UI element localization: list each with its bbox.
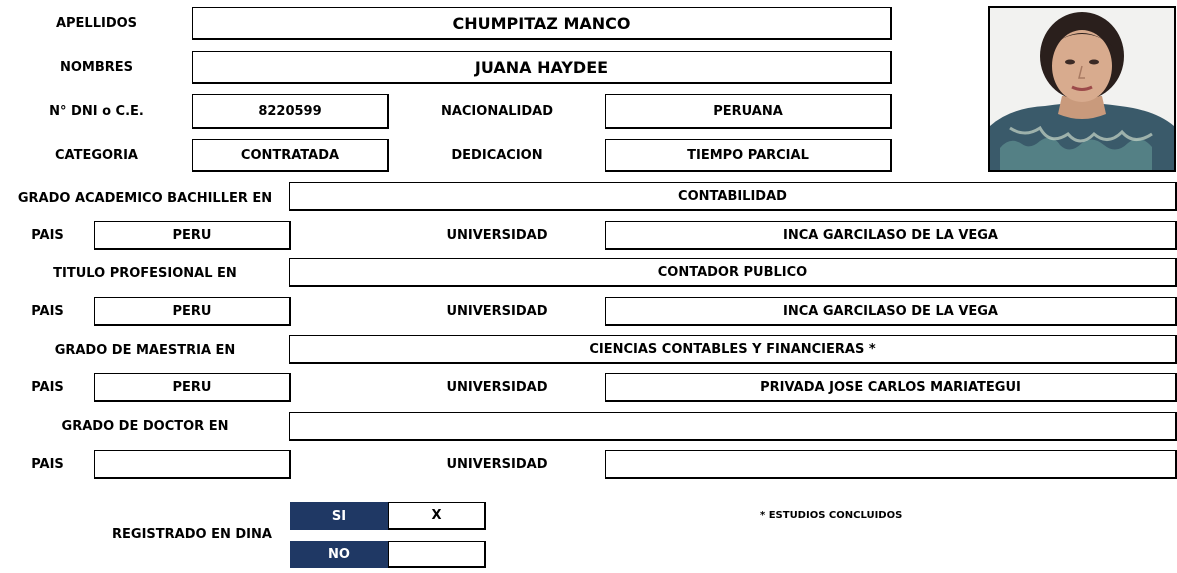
maestria-universidad-label: UNIVERSIDAD (446, 379, 548, 395)
categoria-field[interactable]: CONTRATADA (192, 139, 389, 172)
dina-si-checkbox[interactable]: X (388, 502, 486, 530)
doctor-label: GRADO DE DOCTOR EN (61, 418, 229, 434)
dina-no-header: NO (290, 541, 388, 568)
titulo-field[interactable]: CONTADOR PUBLICO (289, 258, 1177, 287)
bachiller-pais-field[interactable]: PERU (94, 221, 291, 250)
dina-si-header: SI (290, 502, 388, 530)
bachiller-universidad-label: UNIVERSIDAD (446, 227, 548, 243)
footnote-estudios: * ESTUDIOS CONCLUIDOS (760, 509, 903, 521)
titulo-universidad-label: UNIVERSIDAD (446, 303, 548, 319)
doctor-universidad-label: UNIVERSIDAD (446, 456, 548, 472)
apellidos-label: APELLIDOS (55, 15, 138, 31)
dni-label: N° DNI o C.E. (49, 103, 144, 119)
bachiller-universidad-field[interactable]: INCA GARCILASO DE LA VEGA (605, 221, 1177, 250)
doctor-universidad-field[interactable] (605, 450, 1177, 479)
categoria-label: CATEGORIA (55, 147, 138, 163)
maestria-label: GRADO DE MAESTRIA EN (54, 342, 236, 358)
bachiller-field[interactable]: CONTABILIDAD (289, 182, 1177, 211)
dni-field[interactable]: 8220599 (192, 94, 389, 129)
bachiller-label: GRADO ACADEMICO BACHILLER EN (17, 190, 273, 206)
maestria-pais-field[interactable]: PERU (94, 373, 291, 402)
dina-no-checkbox[interactable] (388, 541, 486, 568)
dina-label: REGISTRADO EN DINA (112, 526, 272, 542)
apellidos-field[interactable]: CHUMPITAZ MANCO (192, 7, 892, 40)
doctor-field[interactable] (289, 412, 1177, 441)
titulo-pais-field[interactable]: PERU (94, 297, 291, 326)
nacionalidad-label: NACIONALIDAD (440, 103, 554, 119)
dedicacion-field[interactable]: TIEMPO PARCIAL (605, 139, 892, 172)
dedicacion-label: DEDICACION (451, 147, 543, 163)
doctor-pais-field[interactable] (94, 450, 291, 479)
maestria-universidad-field[interactable]: PRIVADA JOSE CARLOS MARIATEGUI (605, 373, 1177, 402)
maestria-field[interactable]: CIENCIAS CONTABLES Y FINANCIERAS * (289, 335, 1177, 364)
profile-photo (988, 6, 1176, 172)
nombres-field[interactable]: JUANA HAYDEE (192, 51, 892, 84)
titulo-label: TITULO PROFESIONAL EN (53, 265, 237, 281)
doctor-pais-label: PAIS (31, 456, 64, 472)
nombres-label: NOMBRES (59, 59, 134, 75)
titulo-universidad-field[interactable]: INCA GARCILASO DE LA VEGA (605, 297, 1177, 326)
maestria-pais-label: PAIS (31, 379, 64, 395)
bachiller-pais-label: PAIS (31, 227, 64, 243)
nacionalidad-field[interactable]: PERUANA (605, 94, 892, 129)
titulo-pais-label: PAIS (31, 303, 64, 319)
